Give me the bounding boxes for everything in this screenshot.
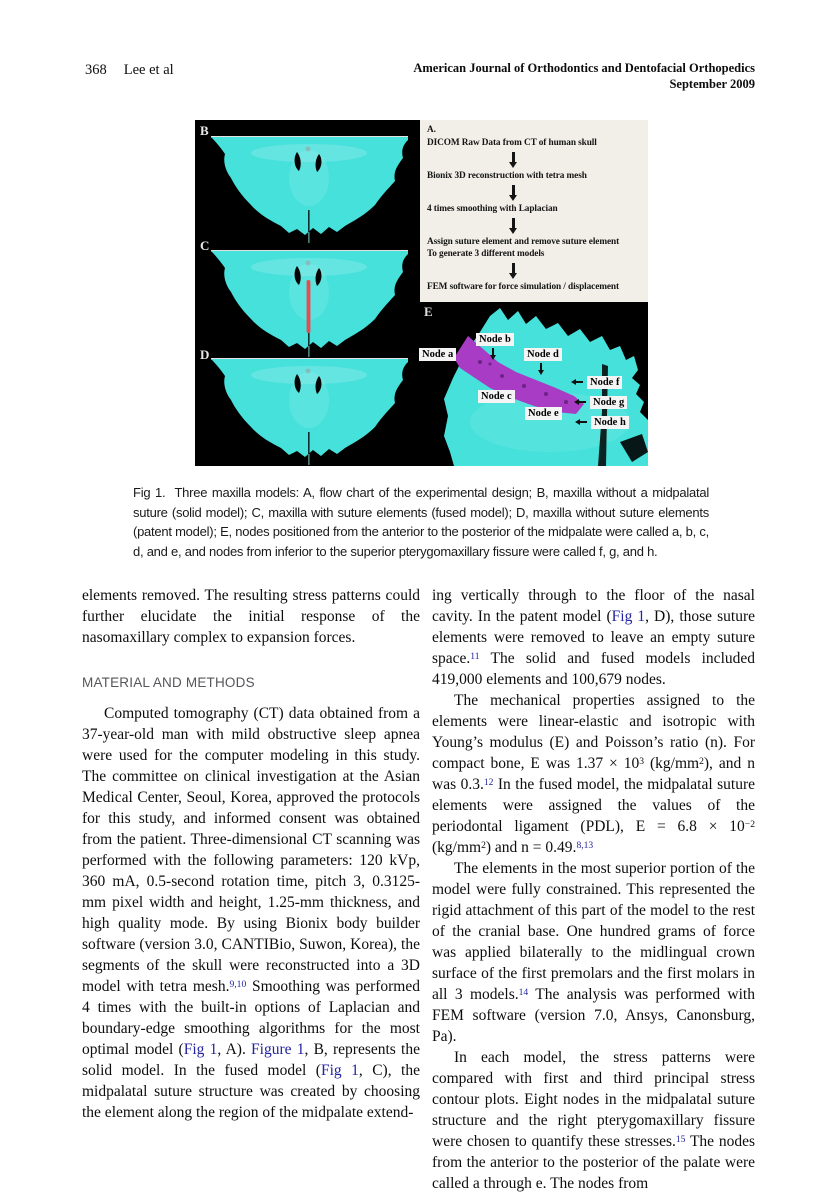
- text-segment: Smoothing was performed 4 times with the…: [82, 978, 420, 1058]
- down-arrow-icon: [512, 185, 515, 195]
- figure-1: B C D E A. DICOM Raw Data from CT of hum…: [195, 120, 648, 466]
- text-segment: , D), those suture elements were removed…: [432, 608, 755, 667]
- journal-issue: September 2009: [669, 76, 755, 91]
- citation-reference-link[interactable]: 9,10: [229, 978, 247, 990]
- maxilla-fused-model-image: [211, 250, 408, 357]
- down-arrow-icon: [512, 218, 515, 228]
- text-segment: (kg/mm: [432, 839, 482, 856]
- node-label: Node b: [476, 333, 514, 346]
- text-segment: , C), the midpalatal suture structure wa…: [82, 1062, 420, 1121]
- down-arrow-icon: [492, 348, 494, 355]
- node-label: Node e: [525, 407, 562, 420]
- citation-reference-link[interactable]: 12: [483, 776, 494, 788]
- figure-panel-label-c: C: [200, 238, 210, 253]
- superscript: 3: [639, 755, 645, 767]
- journal-title: American Journal of Orthodontics and Den…: [413, 61, 755, 75]
- text-segment: ), and n was 0.3.: [432, 755, 755, 793]
- text-segment: The solid and fused models included 419,…: [432, 650, 755, 688]
- flowchart-panel: A. DICOM Raw Data from CT of human skull…: [420, 120, 648, 302]
- flowchart-step: Bionix 3D reconstruction with tetra mesh: [427, 171, 587, 181]
- running-head-left: 368 Lee et al: [85, 62, 174, 79]
- down-arrow-icon: [512, 263, 515, 273]
- text-segment: (kg/mm: [644, 755, 700, 772]
- node-label: Node g: [590, 396, 628, 409]
- text-segment: ing vertically through to the floor of t…: [432, 587, 755, 625]
- text-segment: , B, represents the solid model. In the …: [82, 1041, 420, 1079]
- down-arrow-icon: [512, 152, 515, 162]
- paragraph: The mechanical properties assigned to th…: [432, 690, 755, 858]
- maxilla-patent-model-image: [211, 358, 408, 465]
- paragraph: elements removed. The resulting stress p…: [82, 587, 420, 646]
- down-arrow-icon: [540, 363, 542, 370]
- section-heading-material-and-methods: MATERIAL AND METHODS: [82, 675, 255, 690]
- citation-reference-link[interactable]: 11: [470, 650, 480, 662]
- node-label: Node h: [591, 416, 629, 429]
- maxilla-solid-model-image: [211, 136, 408, 243]
- journal-page: { "header": { "page_number": "368", "aut…: [0, 0, 838, 1122]
- node-label: Node f: [587, 376, 623, 389]
- node-label: Node c: [478, 390, 515, 403]
- figure-panel-label-d: D: [200, 347, 210, 362]
- text-segment: The elements in the most superior portio…: [432, 860, 755, 1003]
- flowchart-step: Assign suture element and remove suture …: [427, 237, 620, 259]
- left-arrow-icon: [576, 381, 583, 383]
- figure-caption: Fig 1. Three maxilla models: A, flow cha…: [133, 485, 709, 559]
- superscript: 2: [699, 755, 704, 767]
- superscript: 2: [481, 839, 486, 851]
- citation-reference-link[interactable]: 15: [675, 1133, 686, 1145]
- flowchart-step: FEM software for force simulation / disp…: [427, 282, 619, 292]
- left-arrow-icon: [580, 421, 587, 423]
- figure-panel-label-b: B: [200, 123, 209, 138]
- figure-panel-label-a: A.: [427, 125, 436, 135]
- text-segment: The analysis was performed with FEM soft…: [432, 986, 755, 1045]
- text-segment: The mechanical properties assigned to th…: [432, 692, 755, 772]
- node-label: Node a: [419, 348, 457, 361]
- text-segment: In the fused model, the midpalatal sutur…: [432, 776, 755, 835]
- figure-panel-label-e: E: [424, 304, 433, 319]
- superscript: −2: [744, 818, 755, 830]
- figure-reference-link[interactable]: Fig 1: [183, 1041, 218, 1058]
- text-segment: Computed tomography (CT) data obtained f…: [82, 705, 420, 995]
- flowchart-step: 4 times smoothing with Laplacian: [427, 204, 558, 214]
- running-head-right: American Journal of Orthodontics and Den…: [413, 61, 755, 92]
- paragraph: In each model, the stress patterns were …: [432, 1047, 755, 1194]
- paragraph: Computed tomography (CT) data obtained f…: [82, 703, 420, 1123]
- figure-reference-link[interactable]: Fig 1: [320, 1062, 359, 1079]
- text-segment: ) and n = 0.49.: [485, 839, 577, 856]
- citation-reference-link[interactable]: 8,13: [576, 839, 594, 851]
- paragraph: The elements in the most superior portio…: [432, 858, 755, 1047]
- citation-reference-link[interactable]: 14: [518, 986, 529, 998]
- node-label: Node d: [524, 348, 562, 361]
- paragraph: ing vertically through to the floor of t…: [432, 585, 755, 690]
- right-column: ing vertically through to the floor of t…: [432, 585, 755, 1194]
- flowchart-step: DICOM Raw Data from CT of human skull: [427, 138, 597, 148]
- left-arrow-icon: [579, 401, 586, 403]
- page-number: 368: [85, 62, 107, 78]
- left-column: elements removed. The resulting stress p…: [82, 585, 420, 1123]
- running-head-authors: Lee et al: [123, 62, 174, 78]
- text-segment: , A).: [217, 1041, 252, 1058]
- figure-reference-link[interactable]: Fig 1: [611, 608, 646, 625]
- figure-reference-link[interactable]: Figure 1: [251, 1041, 305, 1058]
